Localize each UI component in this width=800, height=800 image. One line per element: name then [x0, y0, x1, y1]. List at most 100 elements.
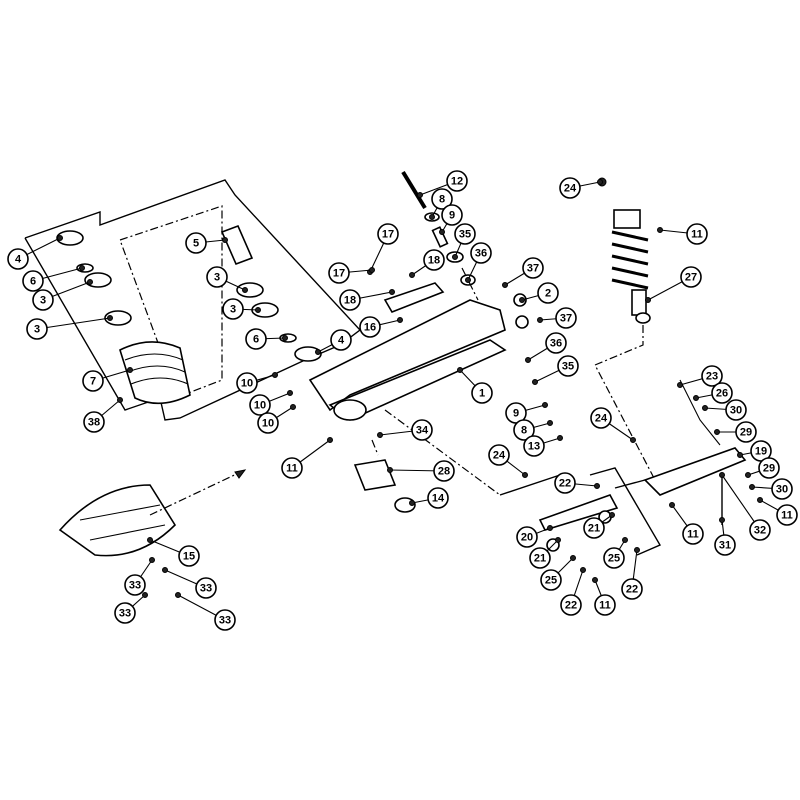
part-callout: 11	[682, 523, 704, 545]
callout-number: 3	[34, 324, 40, 336]
part-callout: 15	[178, 545, 200, 567]
callout-circle	[427, 487, 449, 509]
callout-number: 11	[691, 229, 703, 241]
steering-group-outline	[24, 179, 362, 421]
fastener-dot	[465, 277, 471, 283]
callout-circle	[621, 578, 643, 600]
leader-lines	[17, 179, 788, 621]
callout-circle	[682, 523, 704, 545]
callout-circle	[735, 421, 757, 443]
fastener-dot	[630, 437, 636, 443]
callout-number: 11	[781, 510, 793, 522]
part-callout: 6	[245, 328, 267, 350]
callout-circle	[537, 282, 559, 304]
fastener-dot	[282, 335, 288, 341]
callout-circle	[441, 204, 463, 226]
fastener-dot	[149, 557, 155, 563]
part-callout: 33	[195, 577, 217, 599]
callout-number: 10	[254, 400, 266, 412]
fastener-dot	[457, 367, 463, 373]
fastener-dot	[417, 192, 423, 198]
part-callout: 32	[749, 519, 771, 541]
fastener-dot	[537, 317, 543, 323]
callout-circle	[7, 248, 29, 270]
callout-circle	[771, 478, 793, 500]
fastener-dot	[409, 500, 415, 506]
callout-circle	[725, 399, 747, 421]
fastener-dot	[745, 472, 751, 478]
callout-circle	[701, 365, 723, 387]
fastener-dot	[609, 512, 615, 518]
part-callout: 3	[222, 298, 244, 320]
fastener-dot	[255, 307, 261, 313]
fastener-dot	[719, 472, 725, 478]
callout-number: 17	[382, 229, 394, 241]
part-callout: 17	[328, 262, 350, 284]
fastener-dot	[525, 357, 531, 363]
fastener-dot	[522, 472, 528, 478]
part-callout: 10	[249, 394, 271, 416]
callout-number: 37	[560, 313, 572, 325]
fastener-dot	[377, 432, 383, 438]
fastener-dot	[389, 289, 395, 295]
part-callout: 33	[214, 609, 236, 631]
callout-number: 20	[521, 532, 533, 544]
part-callout: 29	[735, 421, 757, 443]
part-callout: 24	[488, 444, 510, 466]
callout-number: 6	[30, 276, 36, 288]
part-callout: 37	[555, 307, 577, 329]
fastener-dot	[315, 349, 321, 355]
callout-number: 33	[219, 615, 231, 627]
callout-circle	[454, 223, 476, 245]
fastener-dot	[580, 567, 586, 573]
fastener-dot	[87, 279, 93, 285]
callout-number: 28	[438, 466, 450, 478]
fastener-dot	[592, 577, 598, 583]
callout-circle	[178, 545, 200, 567]
callout-circle	[557, 355, 579, 377]
callout-number: 31	[719, 540, 731, 552]
part-callout: 18	[423, 249, 445, 271]
callout-circle	[680, 266, 702, 288]
part-callout: 35	[557, 355, 579, 377]
callout-circle	[206, 266, 228, 288]
fastener-dot	[547, 525, 553, 531]
part-callout: 11	[776, 504, 798, 526]
leader-line	[721, 474, 761, 531]
part-callout: 25	[603, 547, 625, 569]
callout-circle	[470, 242, 492, 264]
callout-circle	[555, 307, 577, 329]
callout-number: 36	[475, 248, 487, 260]
callout-number: 2	[545, 288, 551, 300]
fastener-dot	[429, 214, 435, 220]
callout-circle	[433, 460, 455, 482]
callout-circle	[554, 472, 576, 494]
part-callout: 4	[7, 248, 29, 270]
part-callout: 14	[427, 487, 449, 509]
callout-circle	[26, 318, 48, 340]
part-callout: 20	[516, 526, 538, 548]
part-callout: 30	[725, 399, 747, 421]
fastener-dot	[677, 382, 683, 388]
callout-circle	[516, 526, 538, 548]
fastener-dot	[749, 484, 755, 490]
callout-number: 33	[129, 580, 141, 592]
fastener-dot	[79, 265, 85, 271]
callout-number: 25	[545, 575, 557, 587]
fastener-dot	[452, 254, 458, 260]
part-callout: 4	[330, 329, 352, 351]
callout-circle	[540, 569, 562, 591]
callout-circle	[214, 609, 236, 631]
callout-number: 24	[595, 413, 608, 425]
part-callout: 34	[411, 419, 433, 441]
fastener-dot	[369, 267, 375, 273]
part-callout: 18	[339, 289, 361, 311]
part-callout: 33	[124, 574, 146, 596]
callout-circle	[776, 504, 798, 526]
callout-circle	[513, 419, 535, 441]
callout-circle	[431, 188, 453, 210]
part-callout: 11	[686, 223, 708, 245]
callout-circle	[423, 249, 445, 271]
fastener-dot	[57, 235, 63, 241]
